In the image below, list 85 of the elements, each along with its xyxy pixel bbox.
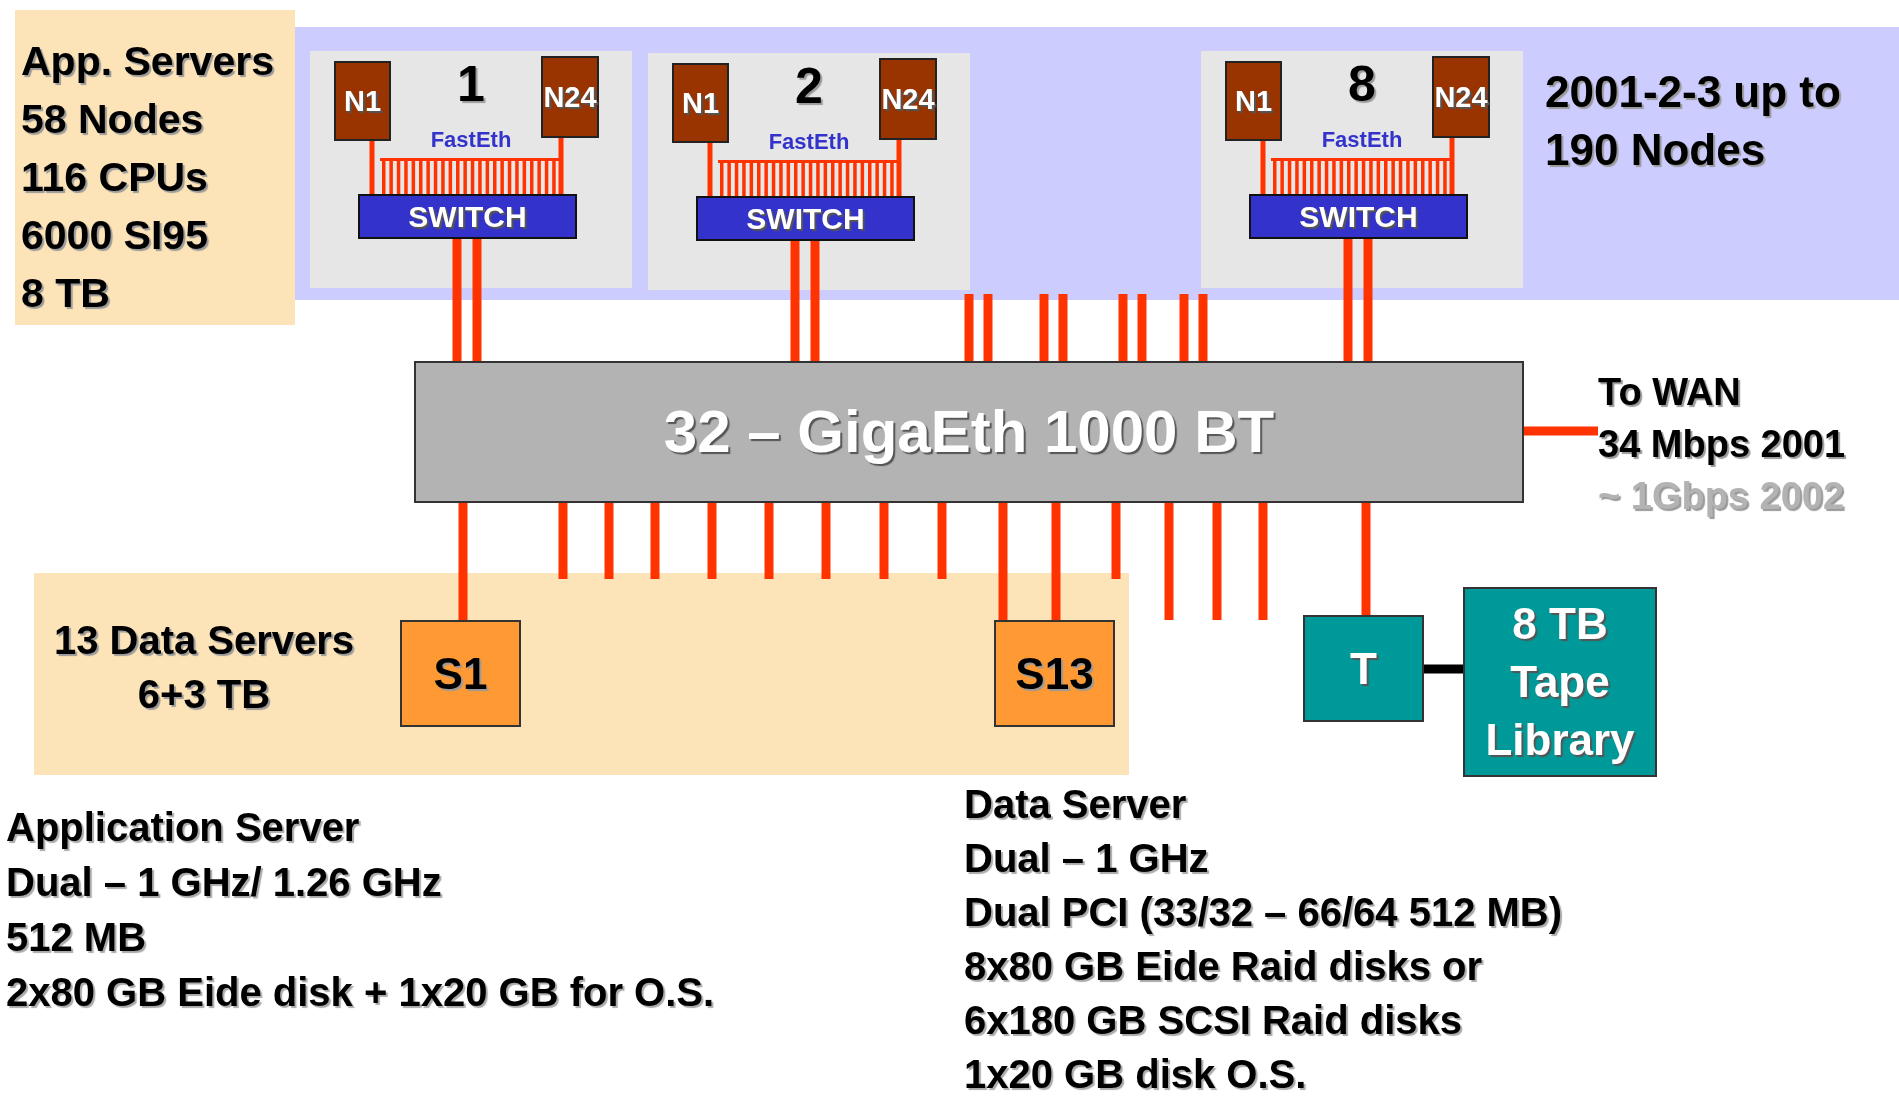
rack-number: 8 — [1348, 55, 1376, 113]
server-group-panel — [15, 10, 295, 325]
spec-text: 8x80 GB Eide Raid disks or — [964, 944, 1482, 989]
group-heading: 13 Data Servers — [53, 618, 355, 662]
cable-line — [604, 503, 614, 579]
cable-line — [1039, 294, 1049, 361]
tape-unit-box: 8 TB Tape Library — [1463, 587, 1657, 777]
server-group-panel — [295, 27, 1899, 300]
rack-number: 2 — [795, 57, 823, 115]
compute-node-box: N24 — [1432, 56, 1490, 138]
cable-line — [1058, 294, 1068, 361]
cable-line — [1424, 664, 1463, 674]
group-heading: 2001-2-3 up to 190 Nodes — [1545, 67, 1841, 174]
cable-line — [1198, 294, 1208, 361]
cable-line — [1179, 294, 1189, 361]
cable-line — [1164, 503, 1174, 620]
rack-panel — [1201, 51, 1523, 288]
spec-text: Data Server — [964, 782, 1187, 827]
cable-line — [458, 503, 468, 620]
compute-node-box: N1 — [672, 63, 729, 143]
cable-line — [1343, 239, 1353, 361]
wan-note: 34 Mbps 2001 — [1598, 423, 1846, 465]
cable-line — [1449, 138, 1455, 194]
cable-line — [1258, 503, 1268, 620]
compute-node-box: N1 — [334, 61, 391, 141]
cable-line — [983, 294, 993, 361]
gigabit-switch-box: 32 – GigaEth 1000 BT — [414, 361, 1524, 503]
cable-line — [650, 503, 660, 579]
group-heading: 8 TB — [21, 270, 110, 316]
cable-line — [998, 503, 1008, 620]
spec-text: Application Server — [6, 805, 360, 850]
cable-line — [1361, 503, 1371, 615]
group-heading: 58 Nodes — [21, 96, 204, 142]
cable-line — [790, 241, 800, 361]
rack-panel — [310, 51, 632, 288]
cable-line — [1260, 141, 1266, 194]
spec-text: Dual – 1 GHz — [964, 836, 1209, 881]
cable-line — [558, 138, 564, 194]
cable-line — [558, 503, 568, 579]
spec-text: Dual – 1 GHz/ 1.26 GHz — [6, 860, 442, 905]
group-heading: App. Servers — [21, 38, 274, 84]
switch-box: SWITCH — [358, 194, 577, 239]
cable-line — [964, 294, 974, 361]
link-label: FastEth — [430, 127, 512, 153]
compute-node-box: N1 — [1225, 61, 1282, 141]
cable-line — [810, 241, 820, 361]
link-label: FastEth — [1321, 127, 1403, 153]
cable-line — [707, 503, 717, 579]
compute-node-box: N24 — [541, 56, 599, 138]
compute-node-box: N24 — [879, 58, 937, 140]
server-group-panel — [34, 573, 1129, 775]
cable-line — [1118, 294, 1128, 361]
cable-line — [1137, 294, 1147, 361]
tape-unit-box: T — [1303, 615, 1424, 722]
cable-line — [472, 239, 482, 361]
cable-line — [1212, 503, 1222, 620]
cable-line — [896, 140, 902, 196]
group-heading: 6000 SI95 — [21, 212, 208, 258]
cable-line — [1111, 503, 1121, 579]
cable-line — [764, 503, 774, 579]
link-label: FastEth — [768, 129, 850, 155]
cable-line — [369, 141, 375, 194]
cable-line — [821, 503, 831, 579]
group-heading: 116 CPUs — [21, 154, 208, 200]
rack-number: 1 — [457, 55, 485, 113]
cable-line — [1524, 426, 1598, 436]
cable-line — [879, 503, 889, 579]
spec-text: 512 MB — [6, 915, 147, 960]
cable-line — [452, 239, 462, 361]
wan-note: ~ 1Gbps 2002 — [1598, 475, 1845, 517]
cable-line — [937, 503, 947, 579]
spec-text: 2x80 GB Eide disk + 1x20 GB for O.S. — [6, 970, 715, 1015]
switch-box: SWITCH — [696, 196, 915, 241]
data-server-box: S13 — [994, 620, 1115, 727]
spec-text: 1x20 GB disk O.S. — [964, 1052, 1307, 1097]
data-server-box: S1 — [400, 620, 521, 727]
spec-text: Dual PCI (33/32 – 66/64 512 MB) — [964, 890, 1563, 935]
cable-line — [1363, 239, 1373, 361]
group-heading: 6+3 TB — [137, 672, 271, 716]
wan-note: To WAN — [1598, 371, 1741, 413]
rack-panel — [648, 53, 970, 290]
cable-line — [1051, 503, 1061, 620]
switch-box: SWITCH — [1249, 194, 1468, 239]
cable-line — [707, 143, 713, 196]
spec-text: 6x180 GB SCSI Raid disks — [964, 998, 1462, 1043]
